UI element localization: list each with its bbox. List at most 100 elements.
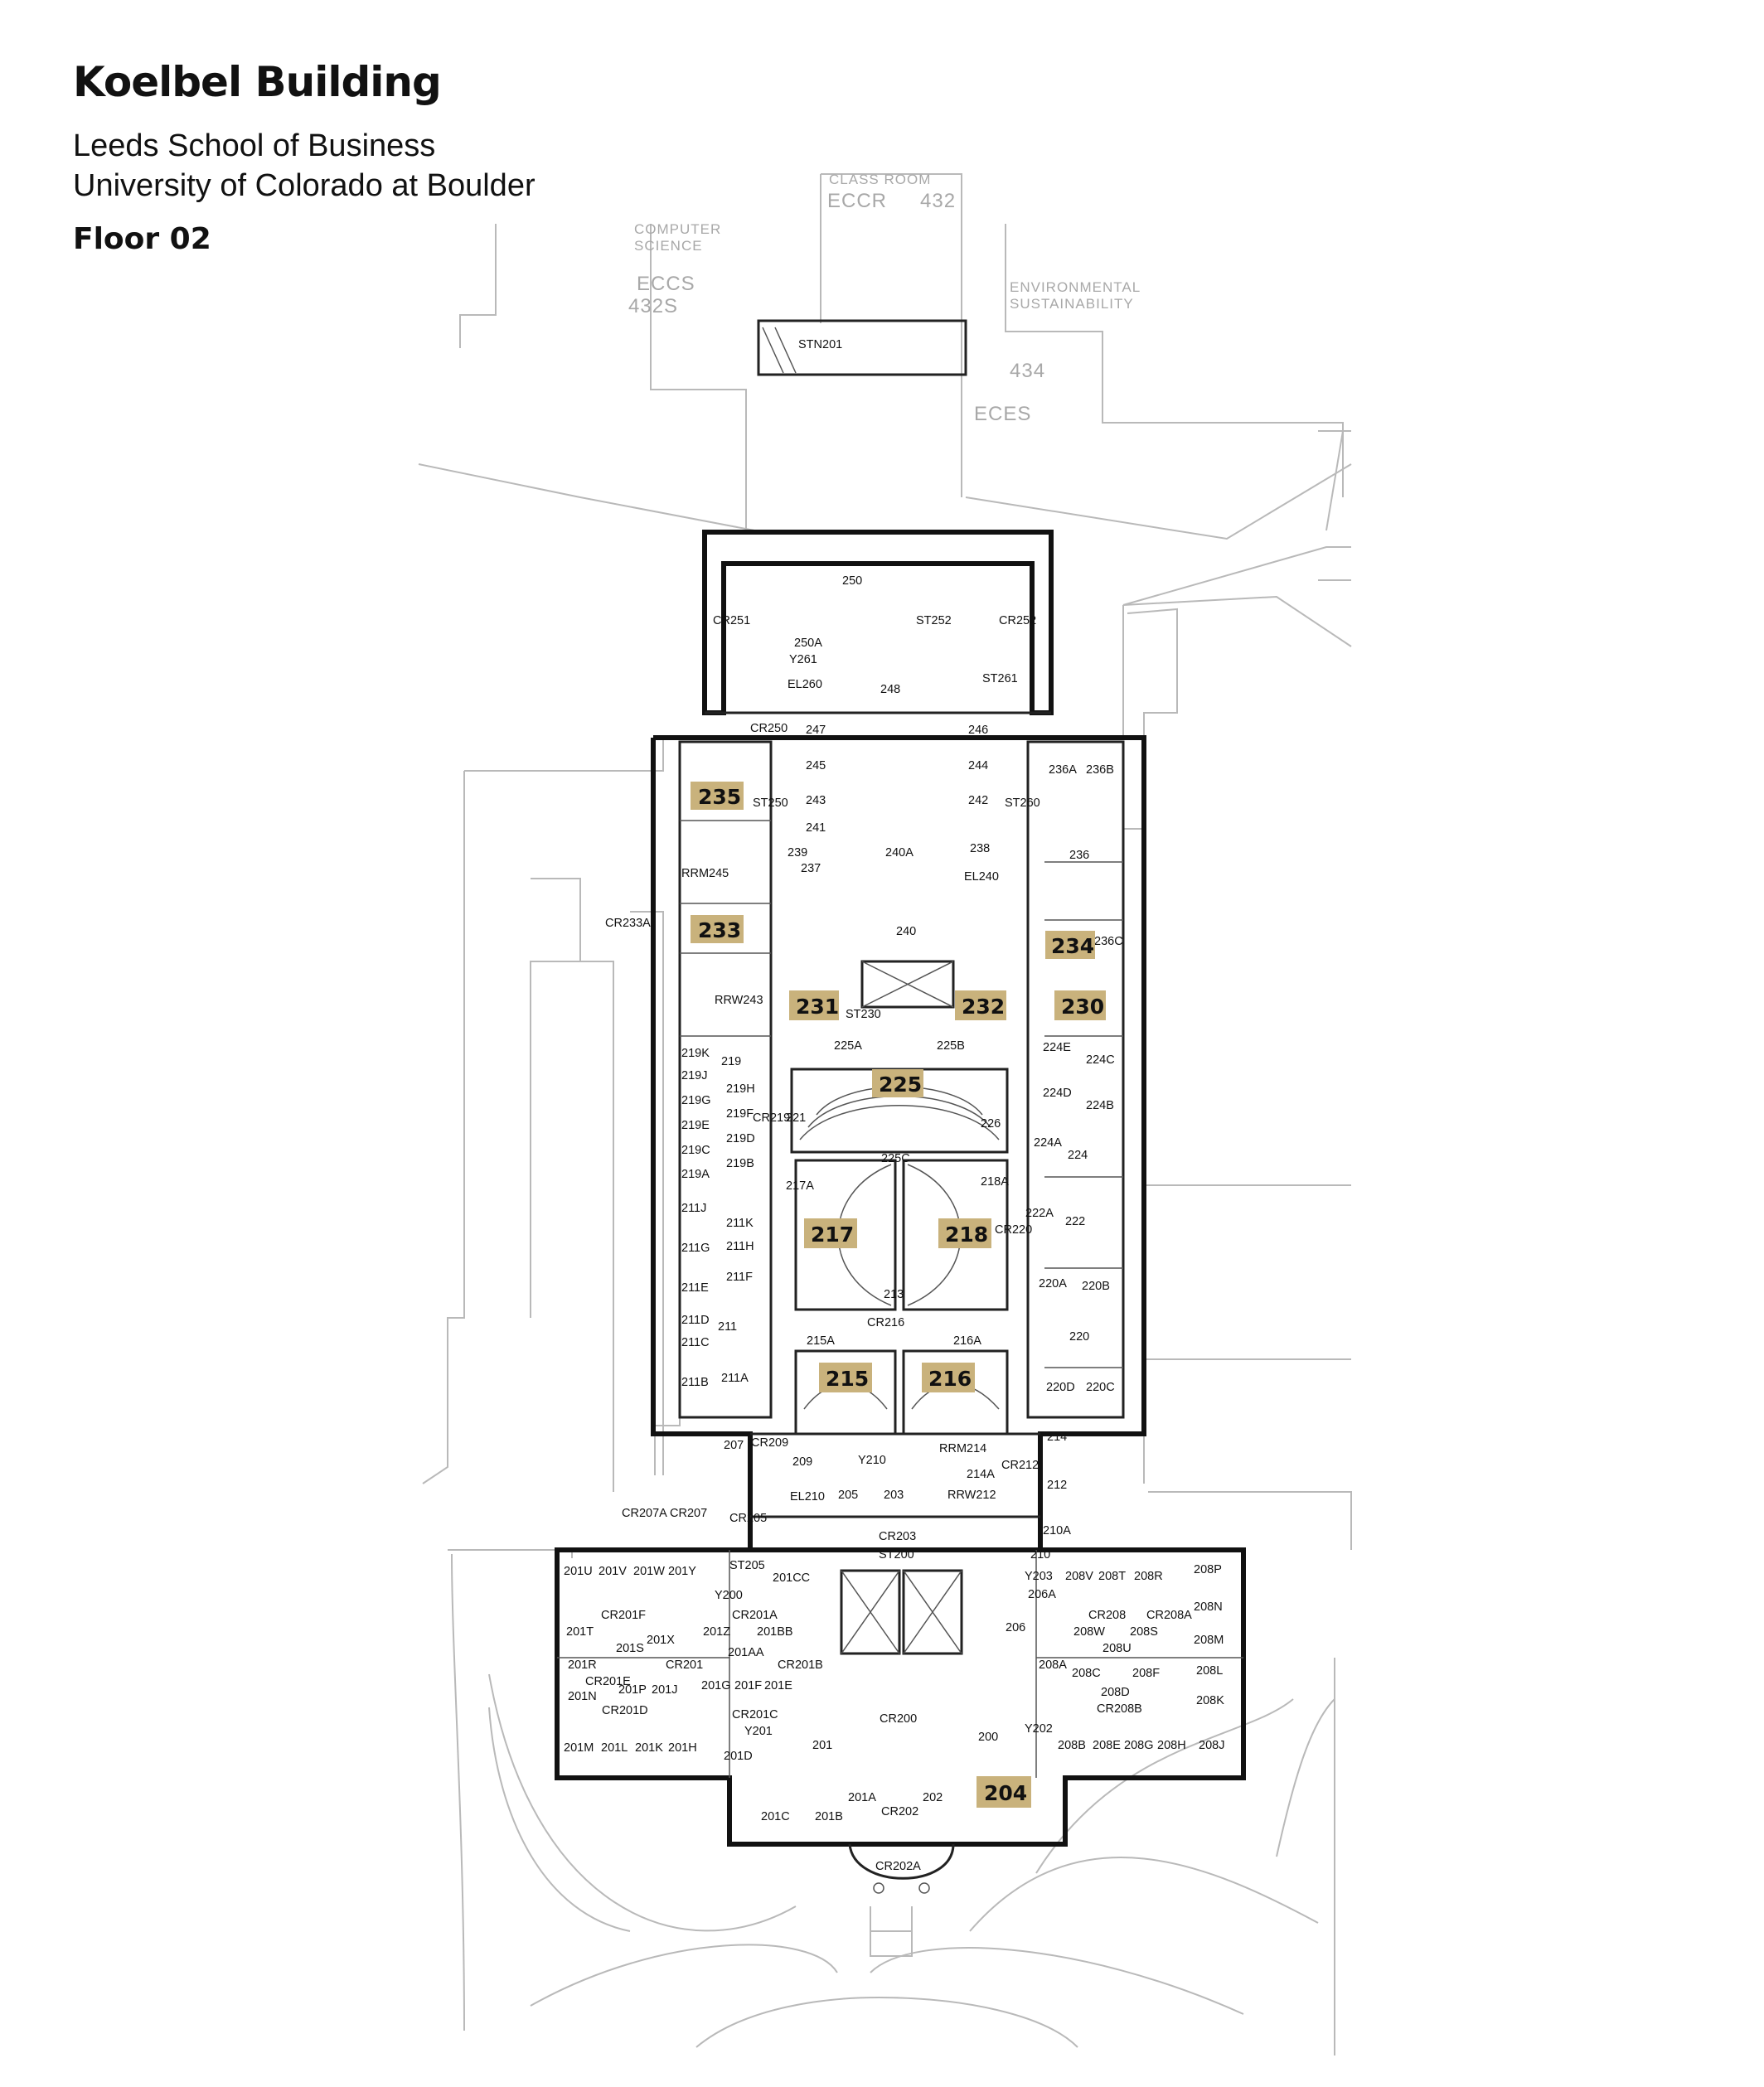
- room-label: CR219: [753, 1111, 790, 1125]
- room-label: 208J: [1199, 1739, 1224, 1752]
- room-label: 224B: [1086, 1099, 1114, 1112]
- room-label: 236C: [1094, 935, 1123, 948]
- room-label: 243: [806, 794, 826, 807]
- room-label: 211K: [726, 1217, 754, 1230]
- highlighted-room-230[interactable]: 230: [1054, 990, 1106, 1020]
- room-label: 211C: [681, 1336, 710, 1349]
- room-label: 202: [923, 1791, 943, 1804]
- highlighted-room-231[interactable]: 231: [789, 990, 839, 1020]
- building-title: Koelbel Building: [73, 58, 442, 106]
- highlighted-room-204[interactable]: 204: [976, 1776, 1031, 1808]
- room-label: CR207A: [622, 1507, 667, 1520]
- room-label: 216A: [953, 1334, 981, 1348]
- room-label: 201M: [564, 1741, 594, 1755]
- room-label: 222: [1065, 1215, 1085, 1228]
- room-label: 236: [1069, 849, 1089, 862]
- room-label: 201U: [564, 1565, 593, 1578]
- room-labels: STN201 250 CR251 CR252 ST252 250A Y261 E…: [564, 338, 1224, 1873]
- ctx-science: SCIENCE: [634, 238, 703, 254]
- room-label: 219E: [681, 1119, 710, 1132]
- room-label: 208F: [1132, 1667, 1160, 1680]
- room-label: CR207: [670, 1507, 707, 1520]
- highlighted-room-215[interactable]: 215: [819, 1363, 872, 1392]
- room-label: ST205: [729, 1559, 765, 1572]
- svg-text:216: 216: [928, 1367, 972, 1391]
- room-label: 205: [838, 1489, 858, 1502]
- svg-text:233: 233: [698, 918, 741, 942]
- room-label: 201N: [568, 1690, 597, 1703]
- room-label: 241: [806, 821, 826, 835]
- room-label: 206A: [1028, 1588, 1056, 1601]
- room-label: 224E: [1043, 1041, 1071, 1054]
- svg-text:218: 218: [945, 1223, 988, 1247]
- room-label: 201: [812, 1739, 832, 1752]
- room-label: 219F: [726, 1107, 754, 1121]
- ctx-environmental: ENVIRONMENTAL: [1010, 279, 1141, 295]
- room-label: 211D: [681, 1314, 710, 1327]
- room-label: RRM214: [939, 1442, 986, 1455]
- room-label: 208M: [1194, 1634, 1224, 1647]
- room-label: 219D: [726, 1132, 755, 1145]
- room-label: 201E: [764, 1679, 792, 1692]
- room-label: 208D: [1101, 1686, 1130, 1699]
- ctx-class-room: CLASS ROOM: [829, 172, 931, 187]
- room-label: CR201: [666, 1658, 703, 1672]
- room-label: 201J: [652, 1683, 677, 1697]
- room-label: 242: [968, 794, 988, 807]
- room-label: 208H: [1157, 1739, 1186, 1752]
- highlighted-room-216[interactable]: 216: [922, 1363, 975, 1392]
- room-label: CR201B: [778, 1658, 823, 1672]
- room-label: 201L: [601, 1741, 628, 1755]
- room-label: 209: [792, 1455, 812, 1469]
- room-label: 247: [806, 724, 826, 737]
- highlighted-room-225[interactable]: 225: [872, 1069, 923, 1097]
- room-label: 208B: [1058, 1739, 1086, 1752]
- room-label: 211A: [721, 1372, 749, 1385]
- svg-text:204: 204: [984, 1781, 1027, 1805]
- room-label: Y201: [744, 1725, 773, 1738]
- context-labels: CLASS ROOM ECCR 432 COMPUTER SCIENCE ECC…: [628, 172, 1141, 425]
- highlighted-room-234[interactable]: 234: [1045, 931, 1095, 959]
- room-label: EL210: [790, 1490, 825, 1504]
- svg-text:215: 215: [826, 1367, 869, 1391]
- ctx-eces: ECES: [974, 403, 1031, 425]
- room-label: 220A: [1039, 1277, 1067, 1290]
- room-label: 203: [884, 1489, 904, 1502]
- room-label: CR202: [881, 1805, 918, 1818]
- room-label: 208S: [1130, 1625, 1158, 1639]
- room-label: 201AA: [728, 1646, 764, 1659]
- room-label: 224D: [1043, 1087, 1072, 1100]
- room-label: 224: [1068, 1149, 1088, 1162]
- svg-text:217: 217: [811, 1223, 854, 1247]
- room-label: CR208A: [1146, 1609, 1192, 1622]
- highlighted-rooms: 235 233 234 231 232 230 225 217 218 215 …: [691, 782, 1106, 1808]
- room-label: 211F: [726, 1271, 753, 1284]
- room-label: 201CC: [773, 1571, 810, 1585]
- room-label: 215A: [807, 1334, 835, 1348]
- room-label: ST260: [1005, 797, 1040, 810]
- highlighted-room-232[interactable]: 232: [955, 990, 1006, 1020]
- room-label: RRW243: [715, 994, 763, 1007]
- highlighted-room-217[interactable]: 217: [804, 1218, 857, 1248]
- room-label: 239: [788, 846, 807, 859]
- highlighted-room-235[interactable]: 235: [691, 782, 744, 810]
- room-label: 236B: [1086, 763, 1114, 777]
- room-label: 244: [968, 759, 988, 772]
- room-label: 201Y: [668, 1565, 696, 1578]
- room-label: 201G: [701, 1679, 730, 1692]
- room-label: 210A: [1043, 1524, 1071, 1537]
- room-label: 208P: [1194, 1563, 1222, 1576]
- room-label: CR205: [729, 1512, 767, 1525]
- room-label: 208R: [1134, 1570, 1163, 1583]
- room-label: 201D: [724, 1750, 753, 1763]
- room-label: ST261: [982, 672, 1018, 685]
- svg-text:230: 230: [1061, 995, 1104, 1019]
- context-outline: [418, 173, 1352, 2056]
- room-label: CR201A: [732, 1609, 778, 1622]
- room-label: ST230: [846, 1008, 881, 1021]
- highlighted-room-218[interactable]: 218: [938, 1218, 991, 1248]
- room-label: 225B: [937, 1039, 965, 1053]
- room-label: CR208: [1088, 1609, 1126, 1622]
- highlighted-room-233[interactable]: 233: [691, 915, 744, 943]
